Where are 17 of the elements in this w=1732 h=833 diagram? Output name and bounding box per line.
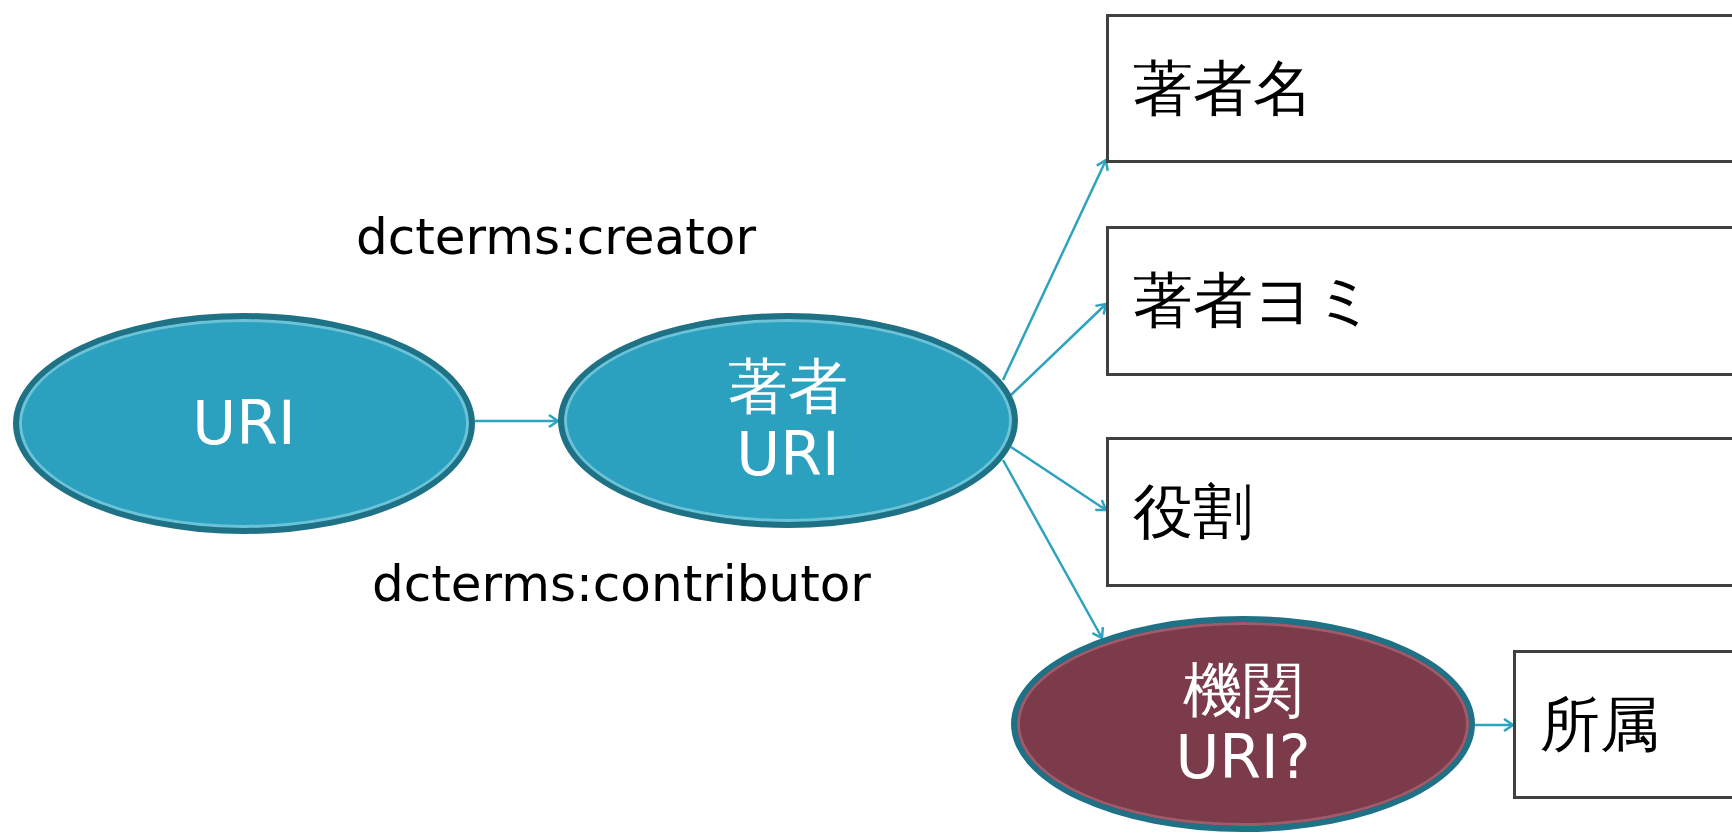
arrow [1001, 459, 1105, 640]
property-box [1513, 650, 1732, 799]
node-text: 役割 [1133, 478, 1253, 546]
arrow [475, 413, 560, 429]
property-label: dcterms:contributor [372, 555, 871, 613]
property-box [1106, 226, 1732, 376]
node-text: 著者名 [1133, 54, 1313, 123]
arrow [1001, 158, 1109, 381]
property-box [1106, 437, 1732, 587]
node-text: URI [192, 389, 296, 458]
property-box [1106, 14, 1732, 163]
node-text: 著者 URI [727, 353, 849, 488]
node-text: 著者ヨミ [1133, 267, 1375, 335]
node-text: 所属 [1540, 690, 1660, 759]
node-text: 機関 URI? [1174, 656, 1312, 792]
property-label: dcterms:creator [356, 208, 756, 266]
arrow [1475, 717, 1515, 733]
